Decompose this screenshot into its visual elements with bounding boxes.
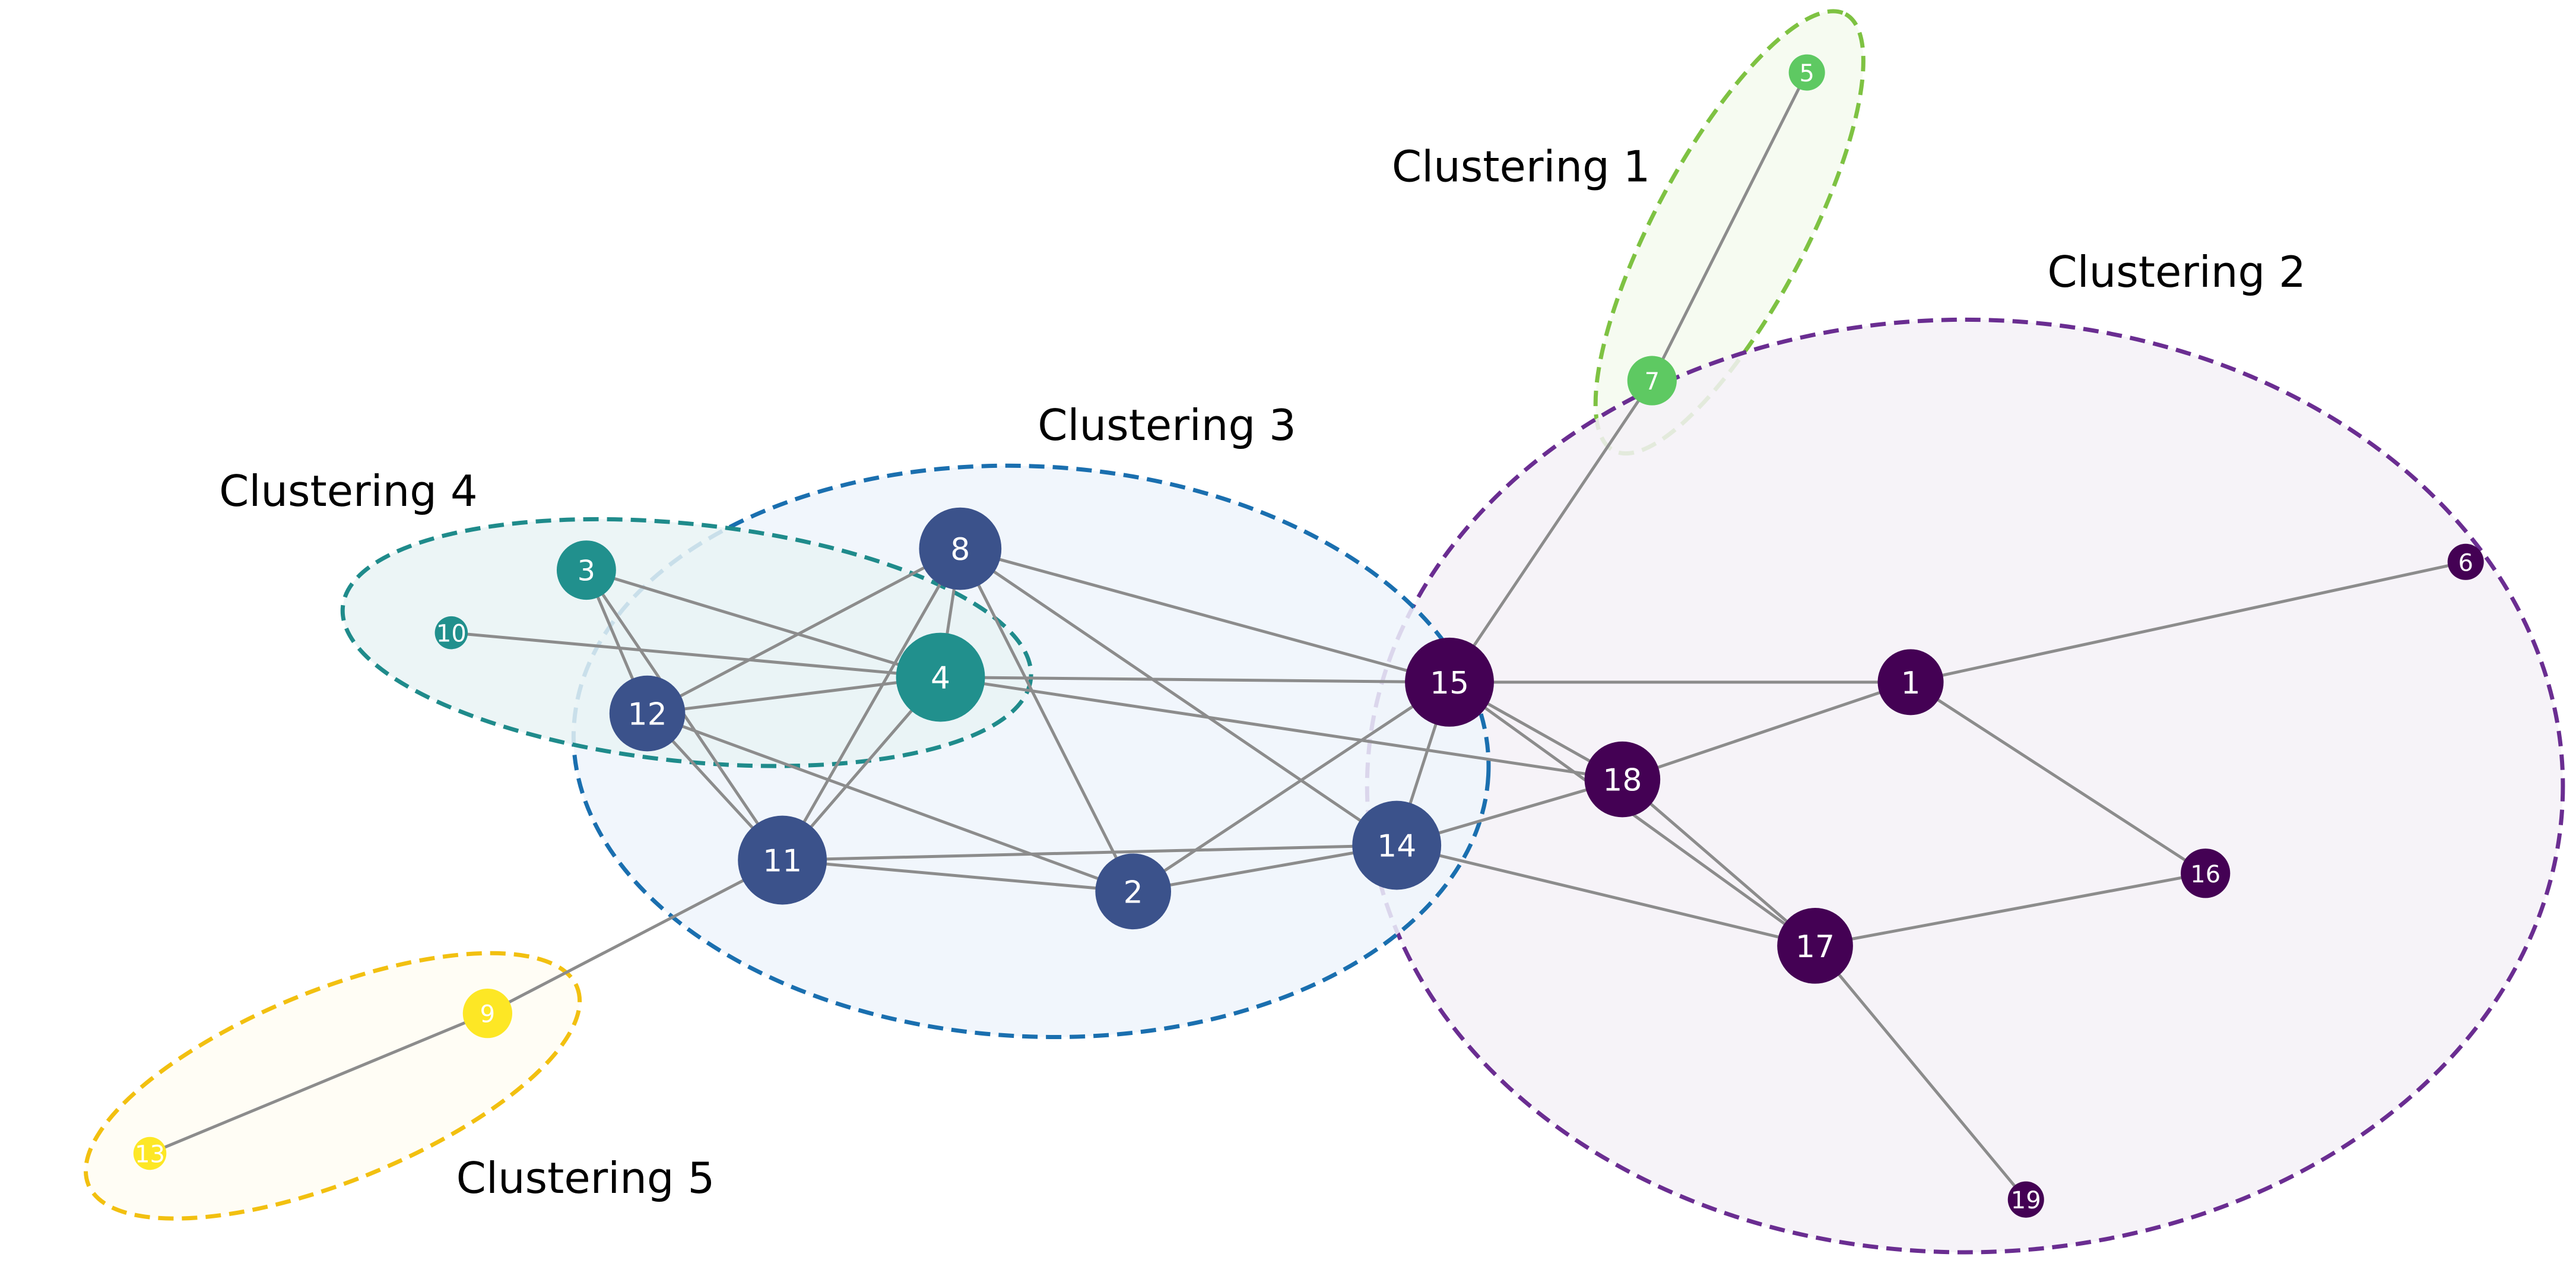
node-circle-17 [1777,908,1853,984]
cluster-hull-2 [1365,317,2565,1255]
edge-7-15 [1448,379,1654,683]
node-17[interactable]: 17 [1777,908,1853,984]
edge-1-18 [1622,680,1911,781]
node-circle-5 [1788,54,1825,91]
edge-11-14 [782,844,1397,862]
edge-2-14 [1132,844,1397,893]
node-2[interactable]: 2 [1095,853,1172,930]
node-circle-13 [133,1136,167,1170]
node-label-8: 8 [950,532,970,568]
edge-12-2 [646,712,1134,893]
cluster-hulls [83,9,2565,1255]
node-circle-11 [738,815,827,905]
edge-18-17 [1621,778,1816,947]
edge-11-2 [782,859,1134,893]
node-1[interactable]: 1 [1877,649,1944,716]
node-16[interactable]: 16 [2181,849,2231,898]
node-label-4: 4 [931,661,950,697]
node-circle-16 [2181,849,2231,898]
edge-15-2 [1132,680,1451,893]
edge-4-3 [586,568,941,679]
edge-4-10 [451,631,941,679]
node-circle-18 [1584,741,1661,818]
node-4[interactable]: 4 [896,632,985,722]
node-19[interactable]: 19 [2007,1181,2044,1218]
node-label-10: 10 [436,620,467,648]
node-8[interactable]: 8 [919,507,1002,590]
node-circle-3 [556,540,616,600]
node-circle-19 [2007,1181,2044,1218]
cluster-labels: Clustering 1 Clustering 2 Clustering 3 Clus… [219,141,2306,1203]
node-circle-10 [434,616,468,650]
node-label-2: 2 [1124,875,1143,910]
edge-1-16 [1909,680,2207,875]
edge-8-2 [959,547,1135,892]
edge-4-15 [940,676,1450,684]
node-15[interactable]: 15 [1405,637,1494,727]
node-circle-14 [1352,800,1442,890]
edge-16-17 [1814,872,2206,948]
edge-5-7 [1651,71,1809,382]
node-circle-4 [896,632,985,722]
node-3[interactable]: 3 [556,540,616,600]
node-label-16: 16 [2190,861,2220,888]
node-18[interactable]: 18 [1584,741,1661,818]
edge-4-12 [647,676,941,716]
cluster-label-2: Clustering 2 [2047,247,2306,297]
edge-14-17 [1396,844,1816,948]
node-14[interactable]: 14 [1352,800,1442,890]
node-label-3: 3 [578,555,595,588]
node-6[interactable]: 6 [2447,543,2484,580]
node-circle-12 [609,675,686,752]
node-9[interactable]: 9 [462,989,513,1039]
node-7[interactable]: 7 [1627,356,1677,406]
edge-8-14 [959,547,1398,847]
node-circle-9 [462,989,513,1039]
node-label-11: 11 [763,844,802,879]
edge-17-19 [1814,945,2028,1201]
node-label-7: 7 [1645,368,1660,395]
cluster-label-5: Clustering 5 [456,1153,715,1203]
node-10[interactable]: 10 [434,616,468,650]
node-13[interactable]: 13 [133,1136,167,1170]
node-label-5: 5 [1799,60,1814,87]
node-12[interactable]: 12 [609,675,686,752]
node-label-15: 15 [1430,666,1469,701]
graph-edges [149,71,2466,1201]
node-label-17: 17 [1795,929,1835,965]
node-5[interactable]: 5 [1788,54,1825,91]
node-label-18: 18 [1603,763,1642,799]
edge-9-13 [149,1012,488,1155]
edge-8-11 [781,547,962,861]
node-circle-15 [1405,637,1494,727]
edge-8-12 [646,547,961,715]
node-label-14: 14 [1377,829,1416,865]
edge-11-9 [487,859,783,1015]
node-label-1: 1 [1901,666,1920,701]
node-label-9: 9 [480,1001,495,1028]
node-11[interactable]: 11 [738,815,827,905]
edge-4-18 [940,676,1623,781]
node-circle-1 [1877,649,1944,716]
node-label-12: 12 [627,697,667,733]
node-label-19: 19 [2011,1187,2041,1214]
edge-8-15 [960,547,1450,684]
edge-1-6 [1910,560,2466,684]
node-label-13: 13 [135,1141,165,1169]
cluster-hull-5 [83,951,582,1221]
node-circle-8 [919,507,1002,590]
cluster-hull-1 [1593,9,1866,456]
node-label-6: 6 [2458,549,2473,577]
cluster-label-1: Clustering 1 [1392,141,1651,191]
node-circle-6 [2447,543,2484,580]
node-circle-2 [1095,853,1172,930]
node-circle-7 [1627,356,1677,406]
cluster-label-4: Clustering 4 [219,466,478,516]
cluster-label-3: Clustering 3 [1038,400,1296,450]
